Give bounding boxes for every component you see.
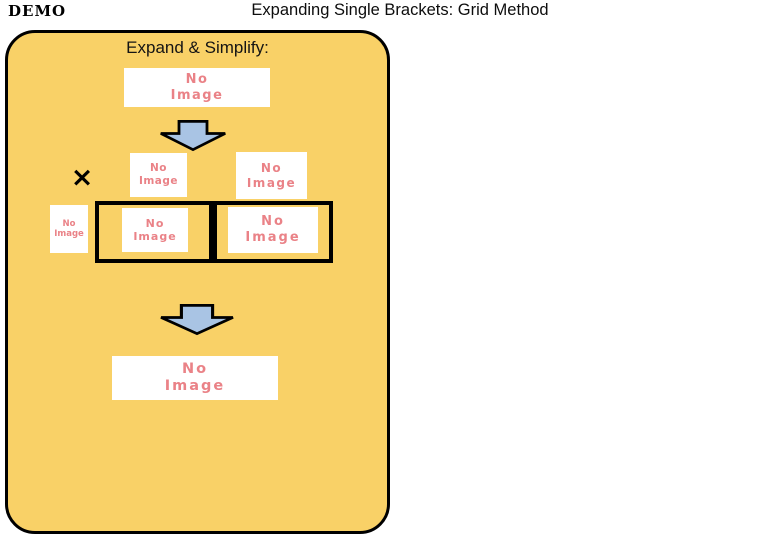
slide-title: Expanding Single Brackets: Grid Method (251, 1, 549, 19)
grid-row-header-placeholder: No Image (50, 205, 88, 253)
no-image-text: No Image (133, 216, 177, 243)
no-image-text: No Image (170, 71, 224, 103)
no-image-text: No Image (245, 214, 301, 245)
no-image-text: No Image (164, 360, 226, 394)
expression-placeholder: No Image (124, 68, 270, 107)
demo-label: DEMO (8, 2, 67, 20)
multiply-sign: × (70, 162, 94, 193)
result-placeholder: No Image (112, 356, 278, 400)
grid-cell-1-placeholder: No Image (122, 208, 188, 252)
no-image-text: No Image (246, 161, 297, 190)
grid-col-header-2-placeholder: No Image (236, 152, 307, 199)
no-image-text: No Image (138, 162, 179, 187)
prompt-text: Expand & Simplify: (126, 38, 269, 57)
grid-cell-2 (213, 201, 333, 263)
grid-cell-2-placeholder: No Image (228, 207, 318, 253)
grid (95, 201, 333, 263)
down-arrow-icon (160, 120, 226, 152)
grid-cell-1 (95, 201, 213, 263)
grid-col-header-1-placeholder: No Image (130, 153, 187, 197)
no-image-text: No Image (54, 218, 84, 239)
slide-panel: Expand & Simplify: No Image × No Image N… (5, 30, 390, 534)
down-arrow-icon (160, 304, 234, 336)
